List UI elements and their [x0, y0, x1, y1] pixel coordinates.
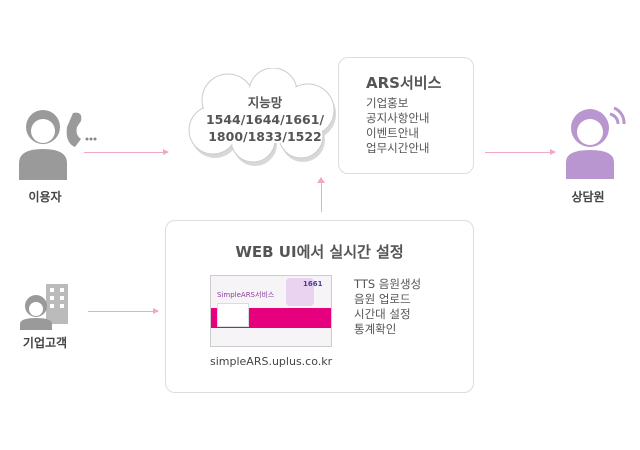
ars-item: 공지사항안내 [366, 111, 430, 125]
agent-label: 상담원 [571, 190, 605, 204]
arrow-user-to-cloud [84, 149, 169, 155]
cloud-icon [188, 68, 336, 166]
user-label: 이용자 [28, 190, 62, 204]
user-phone-icon [19, 110, 97, 180]
arrow-ars-to-agent [485, 149, 556, 155]
website-thumbnail: SimpleARS서비스 1661 [210, 275, 332, 347]
thumb-brand: SimpleARS서비스 [217, 291, 275, 299]
web-ui-box: WEB UI에서 실시간 설정 SimpleARS서비스 1661 simple… [165, 220, 474, 393]
agent-headset-icon [566, 106, 626, 179]
cloud-numbers-2: 1800/1833/1522 [208, 129, 322, 144]
web-item: 시간대 설정 [354, 307, 411, 321]
corp-label: 기업고객 [22, 336, 68, 350]
web-url: simpleARS.uplus.co.kr [210, 355, 333, 368]
web-title: WEB UI에서 실시간 설정 [235, 243, 404, 261]
ars-item: 업무시간안내 [366, 141, 430, 155]
arrow-head-up [317, 177, 325, 183]
thumb-number: 1661 [303, 280, 323, 288]
web-item: TTS 음원생성 [354, 277, 422, 291]
corporate-customer-icon [20, 284, 68, 330]
cloud-title: 지능망 [247, 95, 283, 110]
web-item: 통계확인 [354, 322, 397, 336]
ars-item: 기업홍보 [366, 96, 409, 110]
web-item: 음원 업로드 [354, 292, 411, 306]
ars-title: ARS서비스 [366, 74, 442, 92]
arrow-web-to-cloud [321, 182, 322, 212]
arrow-corp-to-web [88, 308, 159, 314]
ars-service-box: ARS서비스 기업홍보 공지사항안내 이벤트안내 업무시간안내 [338, 57, 474, 174]
ars-item: 이벤트안내 [366, 126, 419, 140]
cloud-numbers-1: 1544/1644/1661/ [205, 112, 325, 127]
